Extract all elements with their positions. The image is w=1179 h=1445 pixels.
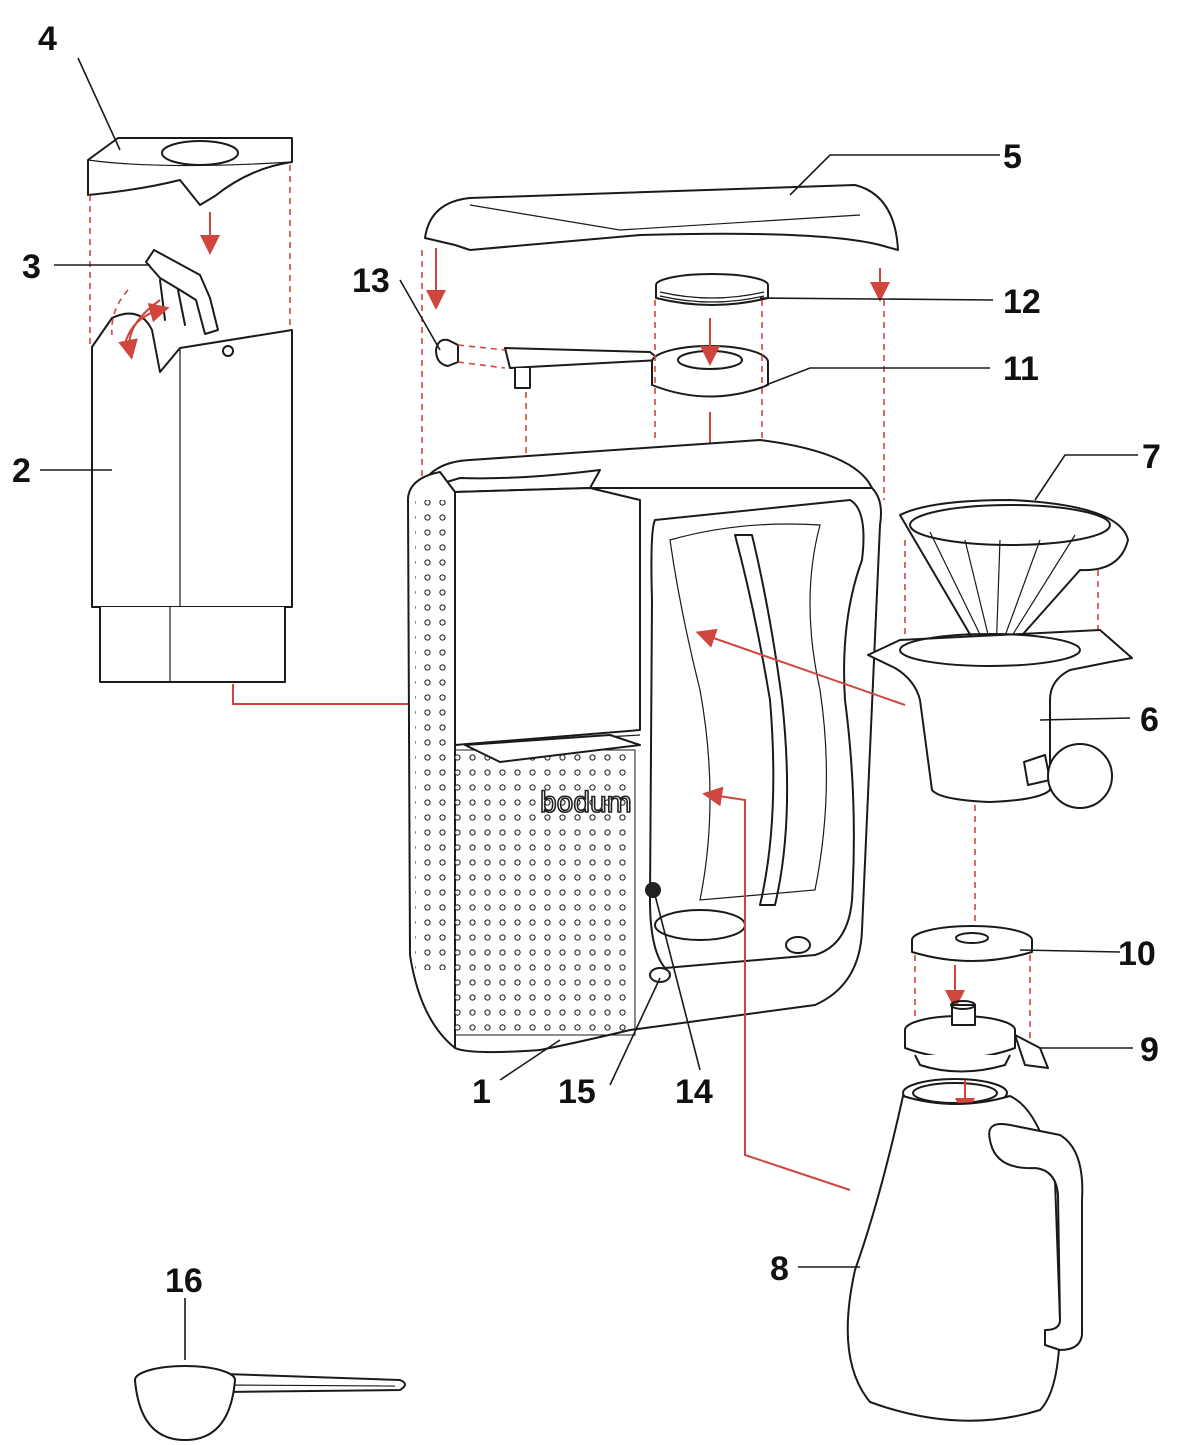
part-13-knob — [435, 338, 506, 369]
label-part-11: 11 — [1003, 350, 1039, 388]
part-16-measuring-scoop — [134, 1365, 406, 1441]
label-part-3: 3 — [22, 248, 41, 286]
label-part-9: 9 — [1140, 1031, 1159, 1069]
label-part-4: 4 — [38, 20, 57, 58]
label-part-13: 13 — [352, 262, 390, 300]
part-6-brewer-unit — [867, 629, 1133, 809]
label-part-8: 8 — [770, 1250, 789, 1288]
part-11-spout-arm — [504, 318, 769, 398]
part-3-lever-handle — [145, 249, 219, 335]
label-part-16: 16 — [165, 1262, 203, 1300]
part-10-carafe-lid — [911, 925, 1033, 1040]
brand-logo-text: bodum — [540, 786, 632, 819]
part-number-labels: 4 3 2 5 13 12 11 7 6 10 9 1 15 14 8 16 — [12, 20, 1161, 1300]
label-part-10: 10 — [1118, 935, 1156, 973]
label-part-5: 5 — [1003, 138, 1022, 176]
arrows-to-machine-window — [695, 628, 906, 1191]
part-4-container-lid — [87, 137, 293, 206]
label-part-1: 1 — [472, 1073, 491, 1111]
guides-lid-to-container — [89, 165, 291, 345]
leader-lines — [40, 57, 1138, 1360]
label-part-7: 7 — [1142, 438, 1161, 476]
part-9-pour-valve — [904, 1000, 1049, 1073]
label-part-14: 14 — [675, 1073, 713, 1111]
part-5-top-cover — [424, 184, 899, 310]
part-2-bean-container — [91, 299, 293, 683]
label-part-2: 2 — [12, 452, 31, 490]
label-part-15: 15 — [558, 1073, 596, 1111]
label-part-6: 6 — [1140, 701, 1159, 739]
part-12-filter-disc — [655, 273, 769, 306]
part-1-machine-body: bodum — [407, 439, 882, 1054]
part-8-carafe — [846, 1078, 1084, 1422]
label-part-12: 12 — [1003, 283, 1041, 321]
